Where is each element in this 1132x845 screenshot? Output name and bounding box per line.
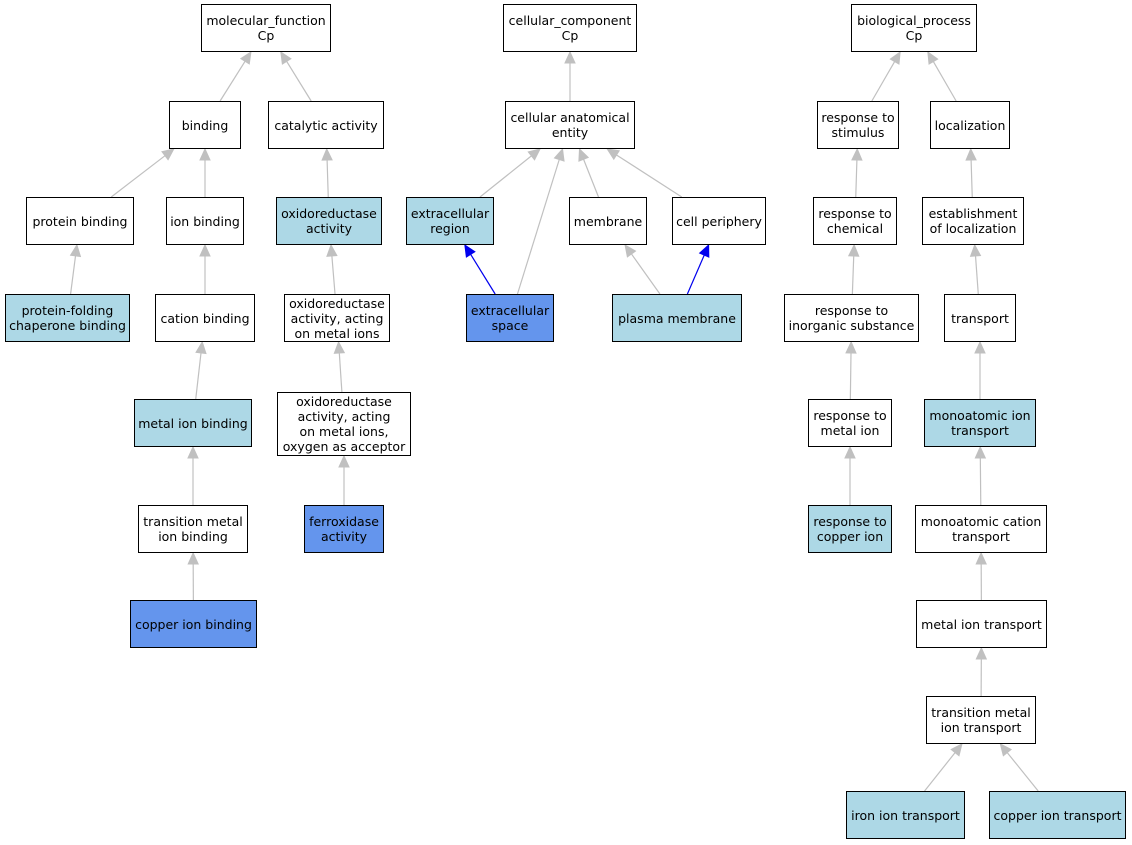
arrowhead-transition_metal_binding-to-metal_ion_binding <box>187 445 199 459</box>
edge-metal_ion_resp-to-inorganic <box>849 352 852 400</box>
arrowhead-plasma_membrane-to-membrane <box>624 244 637 258</box>
go-term-plasma-membrane[interactable]: plasma membrane <box>612 294 742 342</box>
arrowhead-ferroxidase-to-oxido_oxygen <box>338 454 350 468</box>
arrowhead-chaperone-to-protein_binding <box>69 243 82 258</box>
arrowhead-monoatomic_cation-to-monoatomic_ion <box>974 445 987 459</box>
go-term-establishment[interactable]: establishment of localization <box>922 197 1024 245</box>
arrowhead-stimulus-to-bp <box>889 50 901 65</box>
edge-stimulus-to-bp <box>871 61 896 102</box>
edge-extracellular_space-to-anatomical <box>516 159 560 295</box>
go-term-monoatomic-cation[interactable]: monoatomic cation transport <box>915 505 1047 553</box>
go-term-membrane[interactable]: membrane <box>569 197 647 245</box>
edge-copper_transport-to-transition_transport <box>1006 752 1039 792</box>
edge-plasma_membrane-to-cell_periphery <box>686 254 705 295</box>
arrowhead-monoatomic_ion-to-transport <box>974 340 986 354</box>
arrowhead-extracellular_region-to-anatomical <box>527 148 541 161</box>
go-term-chaperone[interactable]: protein-folding chaperone binding <box>5 294 130 342</box>
arrowhead-membrane-to-anatomical <box>578 147 590 162</box>
arrowhead-copper_resp-to-metal_ion_resp <box>844 445 856 459</box>
go-term-bp[interactable]: biological_process Cp <box>851 4 977 52</box>
arrowhead-binding-to-mf <box>239 50 252 65</box>
go-term-metal-ion-resp[interactable]: response to metal ion <box>808 399 892 447</box>
go-term-extracellular-region[interactable]: extracellular region <box>406 197 494 245</box>
go-term-cation-binding[interactable]: cation binding <box>155 294 255 342</box>
arrowhead-anatomical-to-cc <box>564 50 576 64</box>
go-term-binding[interactable]: binding <box>169 101 241 149</box>
arrowhead-copper_binding-to-transition_metal_binding <box>187 551 199 565</box>
edge-iron_transport-to-transition_transport <box>924 752 956 792</box>
go-term-cc[interactable]: cellular_component Cp <box>503 4 637 52</box>
arrowhead-oxido_oxygen-to-oxido_metal <box>333 340 346 354</box>
arrowhead-plasma_membrane-to-cell_periphery <box>698 243 710 258</box>
arrowhead-protein_binding-to-binding <box>161 148 175 161</box>
go-term-metal-ion-transport[interactable]: metal ion transport <box>916 600 1047 648</box>
go-term-anatomical[interactable]: cellular anatomical entity <box>505 101 635 149</box>
arrowhead-extracellular_space-to-extracellular_region <box>464 243 476 258</box>
edge-extracellular_region-to-anatomical <box>479 155 532 198</box>
arrowhead-transition_transport-to-metal_ion_transport <box>975 646 988 660</box>
edge-oxidoreductase-to-catalytic <box>326 159 329 198</box>
edge-membrane-to-anatomical <box>582 159 600 198</box>
edge-binding-to-mf <box>219 60 246 102</box>
arrowhead-establishment-to-localization <box>965 147 977 161</box>
go-term-oxidoreductase[interactable]: oxidoreductase activity <box>276 197 382 245</box>
arrowhead-extracellular_space-to-anatomical <box>553 147 565 162</box>
arrowhead-transport-to-establishment <box>969 243 982 257</box>
go-term-protein-binding[interactable]: protein binding <box>26 197 134 245</box>
arrowhead-oxido_metal-to-oxidoreductase <box>326 243 338 257</box>
go-term-catalytic[interactable]: catalytic activity <box>268 101 384 149</box>
arrowhead-catalytic-to-mf <box>280 50 292 65</box>
go-term-cell-periphery[interactable]: cell periphery <box>672 197 766 245</box>
go-term-extracellular-space[interactable]: extracellular space <box>466 294 554 342</box>
go-term-copper-transport[interactable]: copper ion transport <box>989 791 1126 839</box>
go-term-inorganic[interactable]: response to inorganic substance <box>784 294 919 342</box>
edge-cell_periphery-to-anatomical <box>616 154 683 198</box>
go-term-copper-resp[interactable]: response to copper ion <box>808 505 892 553</box>
arrowhead-metal_ion_binding-to-cation_binding <box>195 340 207 355</box>
go-term-localization[interactable]: localization <box>930 101 1010 149</box>
edge-chaperone-to-protein_binding <box>69 255 77 295</box>
go-term-copper-binding[interactable]: copper ion binding <box>130 600 257 648</box>
arrowhead-ion_binding-to-binding <box>199 147 211 161</box>
go-term-transition-transport[interactable]: transition metal ion transport <box>926 696 1036 744</box>
edge-oxido_metal-to-oxidoreductase <box>331 255 336 295</box>
go-term-transition-metal-binding[interactable]: transition metal ion binding <box>138 505 248 553</box>
arrowhead-inorganic-to-chemical <box>847 243 860 257</box>
arrowhead-iron_transport-to-transition_transport <box>950 743 963 757</box>
arrowhead-oxidoreductase-to-catalytic <box>321 147 333 161</box>
arrowhead-chemical-to-stimulus <box>851 147 863 161</box>
arrowhead-copper_transport-to-transition_transport <box>999 743 1013 757</box>
arrowhead-localization-to-bp <box>927 50 939 65</box>
edge-catalytic-to-mf <box>286 61 312 102</box>
go-term-metal-ion-binding[interactable]: metal ion binding <box>134 399 252 447</box>
go-term-iron-transport[interactable]: iron ion transport <box>846 791 965 839</box>
go-term-monoatomic-ion[interactable]: monoatomic ion transport <box>924 399 1036 447</box>
go-term-chemical[interactable]: response to chemical <box>813 197 897 245</box>
go-term-ferroxidase[interactable]: ferroxidase activity <box>304 505 384 553</box>
edge-localization-to-bp <box>932 61 957 102</box>
go-term-oxido-metal[interactable]: oxidoreductase activity, acting on metal… <box>284 294 390 342</box>
edge-establishment-to-localization <box>970 159 973 198</box>
edge-plasma_membrane-to-membrane <box>630 253 661 295</box>
edge-inorganic-to-chemical <box>851 255 855 295</box>
go-term-oxido-oxygen[interactable]: oxidoreductase activity, acting on metal… <box>277 392 411 456</box>
edge-chemical-to-stimulus <box>855 159 858 198</box>
arrowhead-metal_ion_transport-to-monoatomic_cation <box>975 551 987 565</box>
go-term-ion-binding[interactable]: ion binding <box>166 197 244 245</box>
go-term-stimulus[interactable]: response to stimulus <box>817 101 899 149</box>
arrowhead-cell_periphery-to-anatomical <box>606 148 621 161</box>
edge-oxido_oxygen-to-oxido_metal <box>338 352 343 393</box>
go-term-transport[interactable]: transport <box>944 294 1016 342</box>
edge-metal_ion_binding-to-cation_binding <box>195 352 202 400</box>
edge-protein_binding-to-binding <box>110 155 166 198</box>
arrowhead-cation_binding-to-ion_binding <box>199 243 211 257</box>
edge-transport-to-establishment <box>974 255 979 295</box>
edge-extracellular_space-to-extracellular_region <box>470 254 496 295</box>
go-term-mf[interactable]: molecular_function Cp <box>201 4 331 52</box>
arrowhead-metal_ion_resp-to-inorganic <box>845 340 857 354</box>
